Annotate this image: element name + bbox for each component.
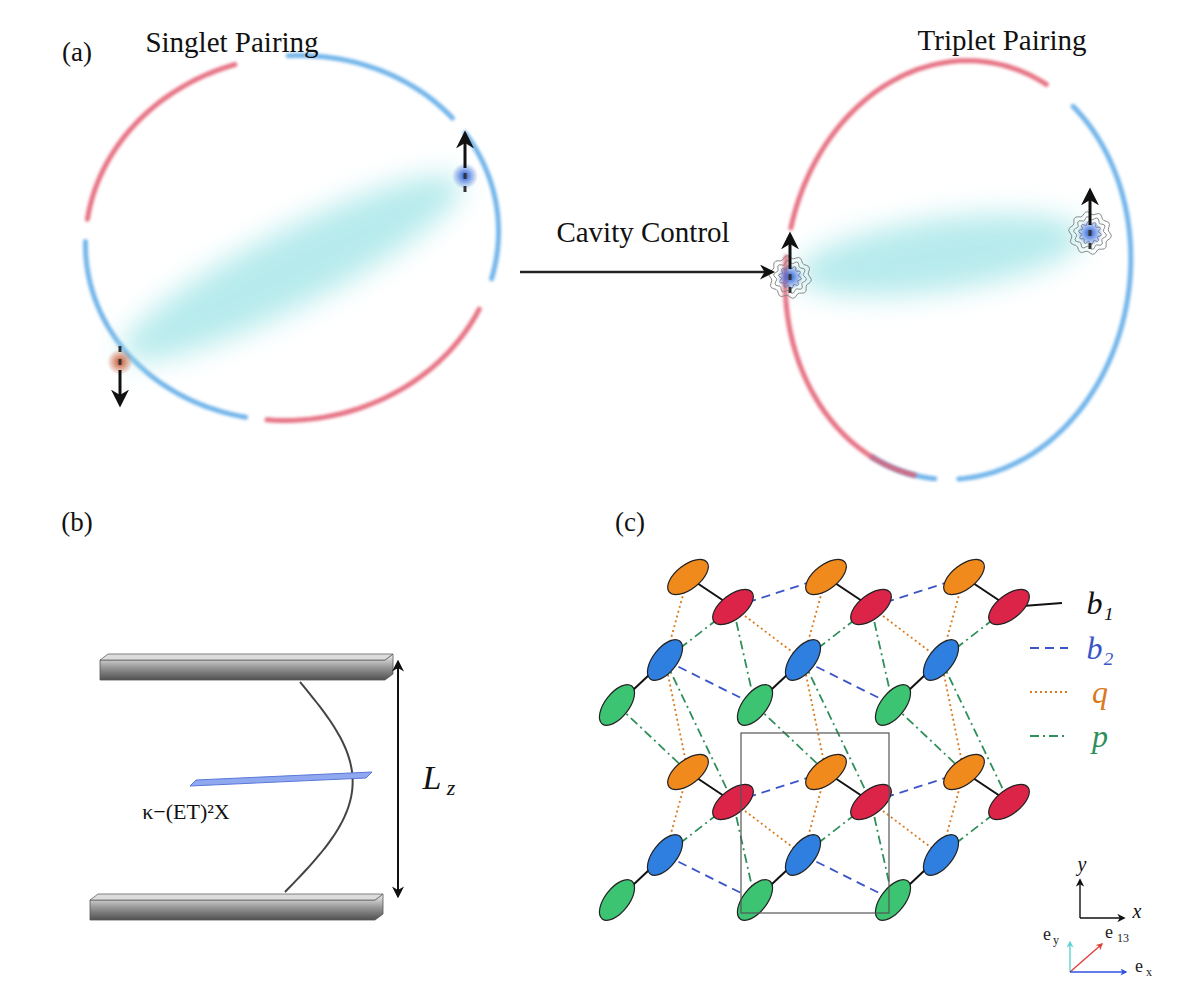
et-molecule <box>779 634 827 687</box>
axis-arrow <box>1069 942 1070 972</box>
et-molecule <box>800 748 853 796</box>
bond <box>665 660 755 705</box>
et-molecule <box>641 829 689 882</box>
legend-line <box>1030 691 1068 693</box>
mirror-top <box>100 654 393 660</box>
fermi-arc <box>267 309 479 420</box>
text-label: e <box>1135 957 1143 975</box>
bond <box>941 660 964 772</box>
et-molecule <box>938 748 991 796</box>
unit-cell <box>741 733 889 913</box>
mirror-top <box>90 894 383 900</box>
text-label: L <box>423 761 442 795</box>
text-label: y <box>1053 934 1059 946</box>
axis-arrow <box>1070 971 1126 972</box>
fermi-arc <box>791 61 1046 228</box>
et-molecule <box>779 829 827 882</box>
legend-text: b₂ <box>1086 632 1113 664</box>
length-arrow <box>397 662 399 896</box>
bond <box>871 607 941 660</box>
et-molecule <box>707 583 760 631</box>
legend-text: b₁ <box>1086 587 1113 619</box>
bond <box>803 855 893 900</box>
text-label: x <box>1133 901 1142 921</box>
spin <box>769 235 812 298</box>
et-molecule <box>917 634 965 687</box>
bond <box>803 660 893 705</box>
pair-cloud <box>791 199 1088 311</box>
et-molecule <box>707 778 760 826</box>
et-molecule <box>869 679 917 732</box>
text-label: Cavity Control <box>556 218 729 247</box>
legend-text: p <box>1092 720 1108 752</box>
bond <box>665 660 688 772</box>
text-label: Triplet Pairing <box>918 26 1087 55</box>
spin <box>107 346 133 404</box>
axis-arrow <box>1070 944 1102 972</box>
panel-label: (c) <box>615 509 645 536</box>
pair-cloud <box>105 148 478 388</box>
bond <box>803 660 826 772</box>
fermi-arc <box>87 64 234 219</box>
et-molecule <box>662 748 715 796</box>
fermi-arc <box>288 56 452 119</box>
text-label: e <box>1105 923 1113 941</box>
control-arrow <box>520 271 772 274</box>
text-label: z <box>447 777 456 799</box>
bond <box>871 802 941 855</box>
bond-network <box>617 577 1062 900</box>
text-label: e <box>1043 925 1051 943</box>
axis-arrow <box>1079 880 1080 918</box>
et-molecule <box>641 634 689 687</box>
et-molecule <box>662 553 715 601</box>
text-label: Singlet Pairing <box>145 28 318 57</box>
panel-label: (a) <box>62 39 92 66</box>
mirror-plate <box>90 894 383 920</box>
text-label: x <box>1146 966 1152 978</box>
et-molecule <box>593 874 641 927</box>
text-label: y <box>1078 854 1087 874</box>
spin <box>1069 191 1112 254</box>
sample-layer <box>190 772 372 786</box>
fermi-arc <box>959 106 1131 479</box>
legend-line <box>1030 647 1068 649</box>
bond <box>755 705 826 772</box>
legend-samples <box>1030 648 1068 736</box>
et-molecule <box>869 874 917 927</box>
cavity-mode <box>285 682 353 892</box>
et-molecule <box>800 553 853 601</box>
et-molecule <box>938 553 991 601</box>
et-molecule <box>983 583 1036 631</box>
panel-label: (b) <box>61 509 92 536</box>
bond <box>893 705 964 772</box>
legend-text: q <box>1092 676 1108 708</box>
text-label: κ−(ET)²X <box>142 801 230 823</box>
axis-arrow <box>1080 917 1124 918</box>
bond <box>733 607 803 660</box>
spin <box>452 134 478 192</box>
bond <box>617 705 688 772</box>
et-molecule <box>983 778 1036 826</box>
mirror-plate <box>100 654 393 680</box>
fermi-arc <box>465 133 498 279</box>
et-molecule <box>731 874 779 927</box>
legend-line <box>1030 735 1068 737</box>
molecules <box>593 553 1036 927</box>
et-molecule <box>731 679 779 732</box>
et-molecule <box>593 679 641 732</box>
text-label: 13 <box>1117 932 1129 944</box>
et-molecule <box>917 829 965 882</box>
bond <box>733 802 803 855</box>
et-molecule <box>845 583 898 631</box>
